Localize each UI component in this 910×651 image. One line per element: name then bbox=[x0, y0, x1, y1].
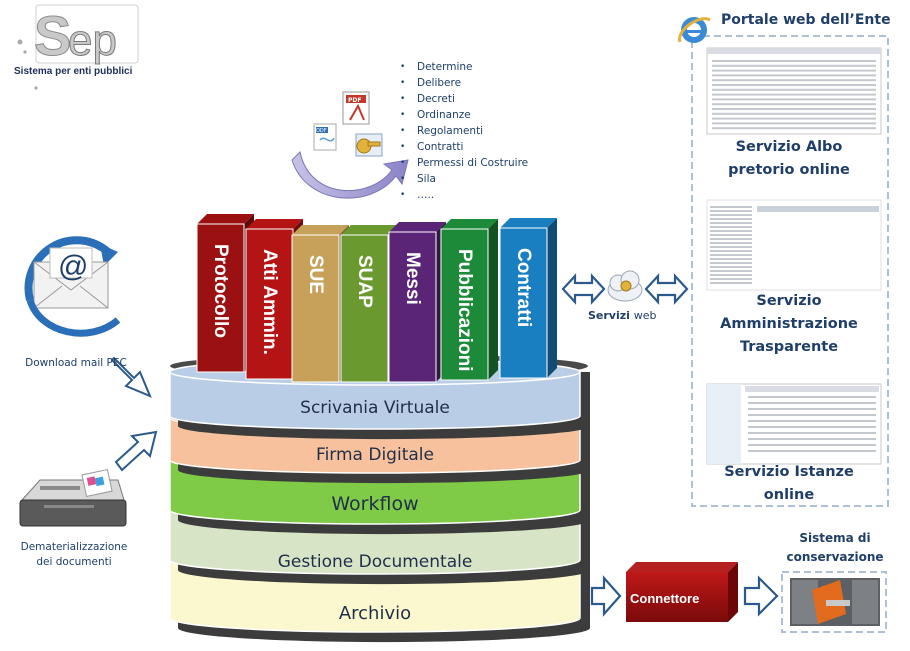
layer-stack bbox=[169, 354, 590, 643]
module-label: Pubblicazioni bbox=[454, 249, 475, 372]
web-services-link bbox=[561, 273, 689, 305]
service-albo-line1: Servizio Albo bbox=[735, 139, 843, 155]
document-type-item: Permessi di Costruire bbox=[400, 155, 528, 171]
mail-pec-caption: Download mail PEC bbox=[25, 357, 127, 369]
document-type-item: Regolamenti bbox=[400, 123, 528, 139]
module-label: SUE bbox=[305, 255, 326, 295]
ie-icon bbox=[678, 17, 711, 43]
document-type-item: Delibere bbox=[400, 75, 528, 91]
conservation-box bbox=[781, 571, 887, 633]
service-albo-line2: pretorio online bbox=[728, 162, 850, 178]
trasparenza-menu-rows bbox=[710, 206, 752, 284]
service-trasparenza-line3: Trasparente bbox=[739, 339, 839, 355]
layer-label: Scrivania Virtuale bbox=[300, 398, 450, 418]
conservation-line2: conservazione bbox=[786, 550, 884, 564]
cloud-icon bbox=[607, 270, 643, 302]
module-label: Atti Ammin. bbox=[259, 249, 280, 355]
scanner-icon bbox=[19, 468, 127, 527]
document-type-list: DetermineDelibereDecretiOrdinanzeRegolam… bbox=[400, 59, 528, 203]
web-services-caption: Servizi web bbox=[588, 309, 657, 322]
module-label: Contratti bbox=[513, 248, 534, 328]
scan-caption-line1: Dematerializzazione bbox=[20, 541, 128, 553]
layer-label: Gestione Documentale bbox=[277, 552, 473, 572]
albo-screenshot bbox=[706, 47, 882, 135]
service-trasparenza-line2: Amministrazione bbox=[720, 316, 858, 332]
connettore-label: Connettore bbox=[630, 591, 700, 606]
pdf-icon: PDF bbox=[342, 91, 370, 125]
document-type-item: Determine bbox=[400, 59, 528, 75]
odf-icon: ODF bbox=[313, 123, 337, 151]
portal-title: Portale web dell’Ente bbox=[721, 12, 891, 28]
svg-text:PDF: PDF bbox=[348, 97, 361, 104]
conservation-label: Sistema di conservazione bbox=[780, 529, 890, 567]
document-type-item: Ordinanze bbox=[400, 107, 528, 123]
svg-text:@: @ bbox=[58, 250, 88, 283]
archive-to-connector-arrow bbox=[590, 575, 622, 617]
svg-text:S: S bbox=[34, 4, 71, 67]
layer-label: Archivio bbox=[338, 603, 412, 624]
connettore-block bbox=[626, 562, 738, 622]
mail-input-arrow bbox=[110, 356, 152, 398]
archive-cabinet-icon bbox=[790, 578, 880, 626]
mail-pec-icon: @ bbox=[24, 236, 121, 337]
module-column bbox=[440, 219, 498, 381]
scan-input-arrow bbox=[114, 430, 158, 472]
scan-caption: Dematerializzazione dei documenti bbox=[4, 540, 144, 570]
service-albo: Servizio Albo pretorio online bbox=[694, 136, 884, 182]
module-label: Messi bbox=[402, 252, 423, 305]
svg-text:ODF: ODF bbox=[316, 128, 327, 134]
module-column bbox=[499, 218, 557, 379]
document-type-item: Sila bbox=[400, 171, 528, 187]
document-type-item: Contratti bbox=[400, 139, 528, 155]
module-label: SUAP bbox=[354, 255, 375, 308]
module-label: Protocollo bbox=[210, 244, 231, 338]
layer-label: Workflow bbox=[331, 493, 419, 515]
scan-caption-line2: dei documenti bbox=[36, 556, 112, 568]
service-istanze: Servizio Istanze online bbox=[694, 461, 884, 507]
conservation-line1: Sistema di bbox=[799, 531, 871, 545]
web-services-label: Servizi bbox=[588, 309, 630, 322]
web-services-label-small: web bbox=[633, 309, 657, 322]
module-columns bbox=[196, 214, 557, 383]
istanze-form-rows bbox=[748, 396, 876, 452]
module-column bbox=[291, 225, 349, 383]
document-type-item: ….. bbox=[400, 187, 528, 203]
layer-label: Firma Digitale bbox=[316, 445, 434, 465]
service-trasparenza-line1: Servizio bbox=[756, 293, 822, 309]
document-type-item: Decreti bbox=[400, 91, 528, 107]
svg-text:ep: ep bbox=[68, 16, 117, 65]
connector-to-conservation-arrow bbox=[743, 575, 779, 617]
albo-table-rows bbox=[712, 60, 876, 130]
signature-key-icon bbox=[355, 133, 383, 157]
document-flow-arrow bbox=[291, 150, 409, 199]
trasparenza-screenshot bbox=[706, 199, 882, 291]
service-trasparenza: Servizio Amministrazione Trasparente bbox=[694, 290, 884, 359]
sep-logo: S ep bbox=[17, 4, 139, 90]
service-istanze-line2: online bbox=[763, 487, 815, 503]
logo-subtitle: Sistema per enti pubblici bbox=[14, 66, 133, 77]
service-istanze-line1: Servizio Istanze bbox=[724, 464, 854, 480]
portal-box bbox=[691, 35, 889, 507]
